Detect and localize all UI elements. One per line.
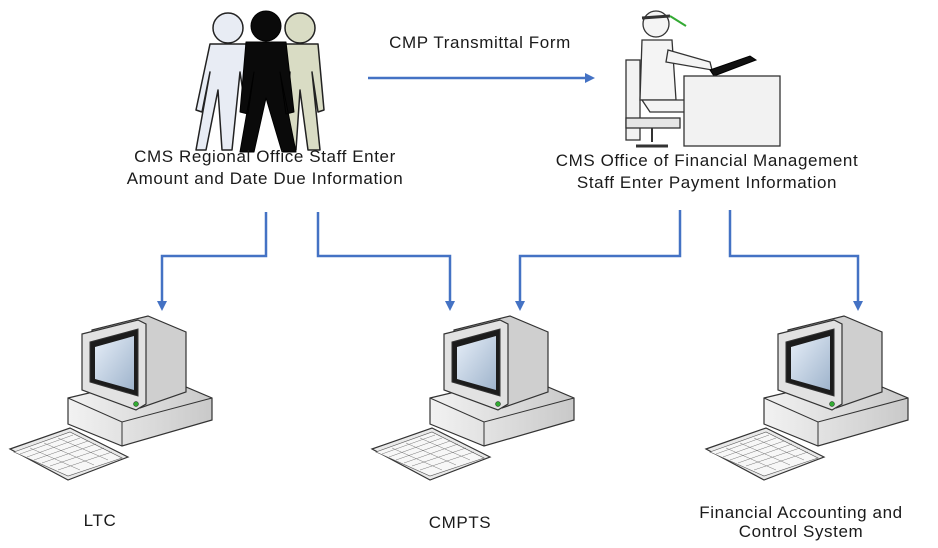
financial-management-line1: CMS Office of Financial Management [555, 151, 859, 170]
regional-office-line2: Amount and Date Due Information [126, 169, 404, 189]
financial-management-label: CMS Office of Financial Management Staff… [502, 150, 912, 194]
system-label-facs-line2: Control System [738, 521, 864, 541]
transmittal-label: CMP Transmittal Form [389, 33, 571, 52]
financial-management-line2: Staff Enter Payment Information [576, 173, 838, 193]
system-label-ltc-text: LTC [83, 511, 117, 530]
arrow-regional-to-ltc [157, 212, 268, 311]
regional-office-label: CMS Regional Office Staff Enter Amount a… [80, 146, 450, 190]
system-label-cmpts: CMPTS [400, 512, 520, 534]
system-label-facs: Financial Accounting and Control System [666, 503, 936, 541]
arrow-finance-to-cmpts [515, 210, 682, 311]
computer-icon-ltc [9, 315, 213, 481]
system-label-facs-line1: Financial Accounting and [699, 503, 903, 522]
regional-office-line1: CMS Regional Office Staff Enter [134, 147, 396, 166]
arrow-regional-to-cmpts [316, 212, 455, 311]
system-label-cmpts-text: CMPTS [428, 513, 492, 532]
desk-worker-icon [625, 10, 781, 148]
people-group-icon [195, 10, 325, 153]
arrow-finance-to-facs [728, 210, 863, 311]
computer-icon-facs [705, 315, 909, 481]
computer-icon-cmpts [371, 315, 575, 481]
system-label-ltc: LTC [40, 510, 160, 532]
